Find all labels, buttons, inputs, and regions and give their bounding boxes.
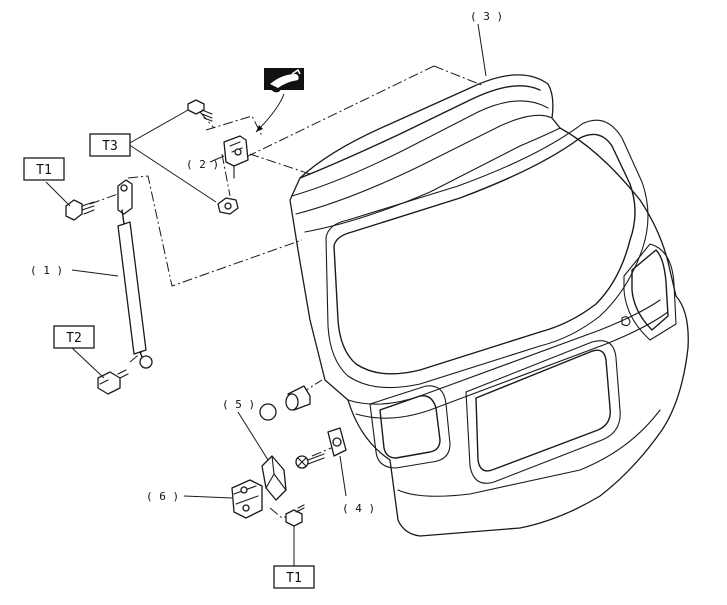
- hinge: [205, 115, 263, 179]
- label-rear-gate: ( 3 ): [470, 10, 503, 23]
- latch-cap: [259, 403, 277, 421]
- bolt-lower-bracket: [285, 504, 305, 527]
- torque-label-t3: T3: [102, 139, 118, 154]
- bolt-upper-stay: [65, 199, 95, 221]
- hinge-bolt: [187, 99, 213, 122]
- latch-cylinder: [285, 385, 311, 411]
- torque-label-t1-lower: T1: [286, 571, 302, 586]
- torque-box-t2: T2: [53, 325, 95, 349]
- striker: [327, 427, 347, 457]
- stud-lower-stay: [97, 369, 129, 395]
- torque-label-t1-upper: T1: [36, 163, 52, 178]
- torque-box-t1-upper: T1: [23, 157, 65, 181]
- gate-stay: [117, 179, 153, 369]
- label-bumper: ( 5 ): [222, 398, 255, 411]
- hinge-nut: [217, 197, 239, 215]
- bumper: [261, 455, 287, 501]
- label-hinge: ( 2 ): [186, 158, 219, 171]
- torque-box-t1-lower: T1: [273, 565, 315, 589]
- label-gate-stay: ( 1 ): [30, 264, 63, 277]
- leader-lines: [45, 23, 487, 566]
- torque-label-t2: T2: [66, 331, 82, 346]
- rear-gate-panel: [289, 74, 689, 537]
- label-lower-bracket: ( 6 ): [146, 490, 179, 503]
- grease-application-icon: [255, 68, 304, 133]
- torque-box-t3: T3: [89, 133, 131, 157]
- lower-bracket: [231, 479, 263, 519]
- striker-screw: [295, 453, 325, 469]
- label-striker: ( 4 ): [342, 502, 375, 515]
